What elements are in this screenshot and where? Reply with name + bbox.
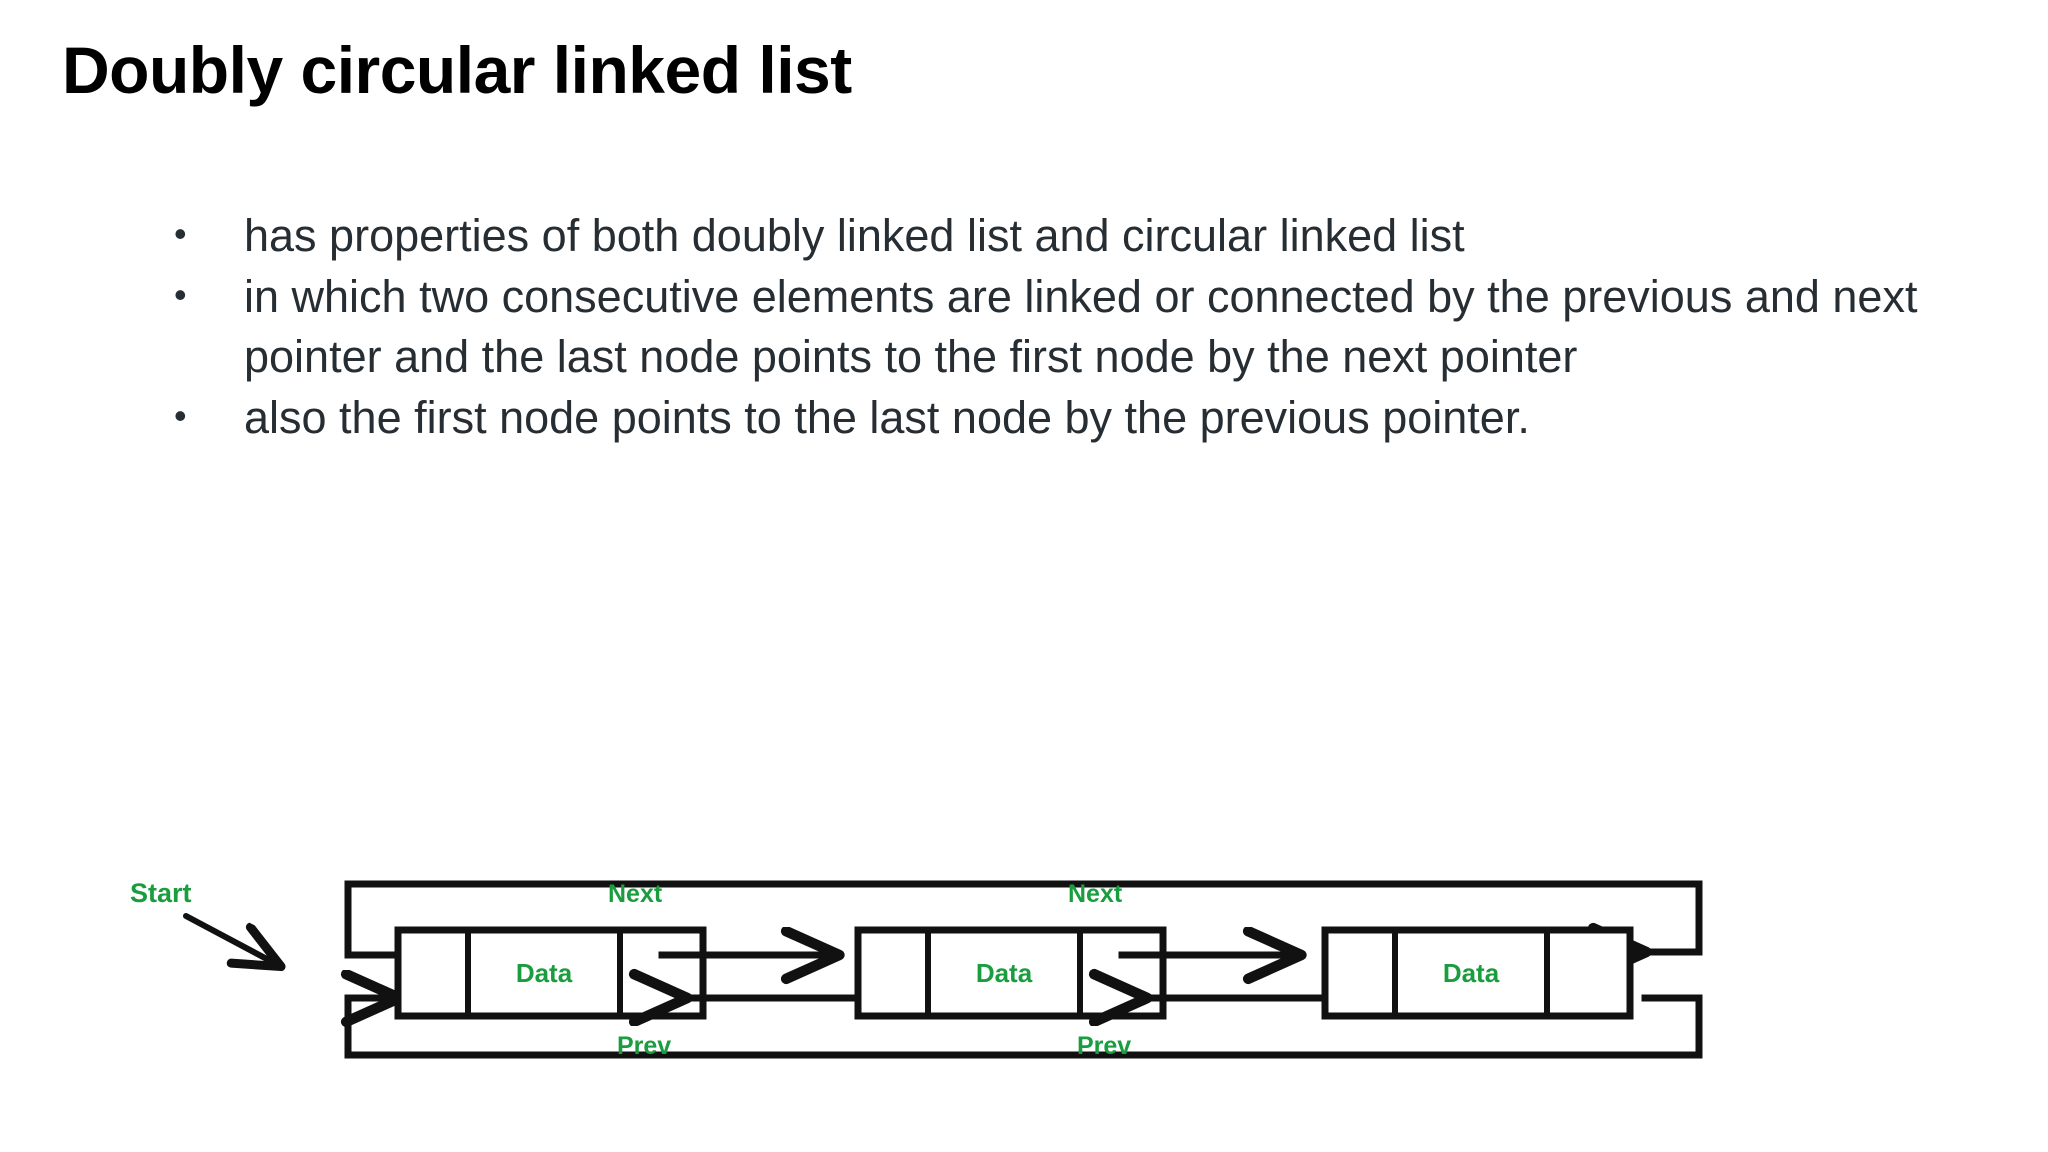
list-item: • has properties of both doubly linked l… — [168, 206, 2048, 265]
start-pointer: Start — [130, 878, 280, 966]
next-label: Next — [1068, 880, 1123, 908]
next-label: Next — [608, 880, 663, 908]
doubly-circular-linked-list-diagram: Start Data Next Prev Data Next — [0, 840, 1800, 1140]
bullet-marker-icon: • — [174, 395, 187, 437]
start-label: Start — [130, 878, 192, 908]
bullet-marker-icon: • — [174, 213, 187, 254]
node-box — [1321, 926, 1634, 1020]
list-item-text: has properties of both doubly linked lis… — [244, 210, 1465, 261]
list-node: Data — [1321, 926, 1634, 1020]
node-data-label: Data — [976, 958, 1033, 988]
bullet-list: • has properties of both doubly linked l… — [168, 206, 2048, 450]
start-arrow-icon — [183, 913, 280, 966]
list-item-text: also the first node points to the last n… — [244, 392, 1530, 444]
bullet-marker-icon: • — [174, 274, 187, 316]
list-node: Data — [394, 926, 707, 1020]
node-data-label: Data — [1443, 958, 1500, 988]
list-item: • in which two consecutive elements are … — [168, 267, 2048, 386]
last-to-first-prev-rail — [344, 880, 1703, 955]
list-item-text: in which two consecutive elements are li… — [244, 271, 1918, 382]
list-node: Data — [854, 926, 1167, 1020]
last-to-first-next-rail — [348, 998, 1703, 1059]
node-data-label: Data — [516, 958, 573, 988]
node-link: Next Prev — [608, 880, 866, 1060]
prev-label: Prev — [617, 1032, 671, 1060]
prev-label: Prev — [1077, 1032, 1131, 1060]
diagram-outer-rails — [344, 880, 1703, 1059]
page-title: Doubly circular linked list — [62, 33, 852, 107]
list-item: • also the first node points to the last… — [168, 388, 2048, 447]
node-link: Next Prev — [1068, 880, 1329, 1060]
